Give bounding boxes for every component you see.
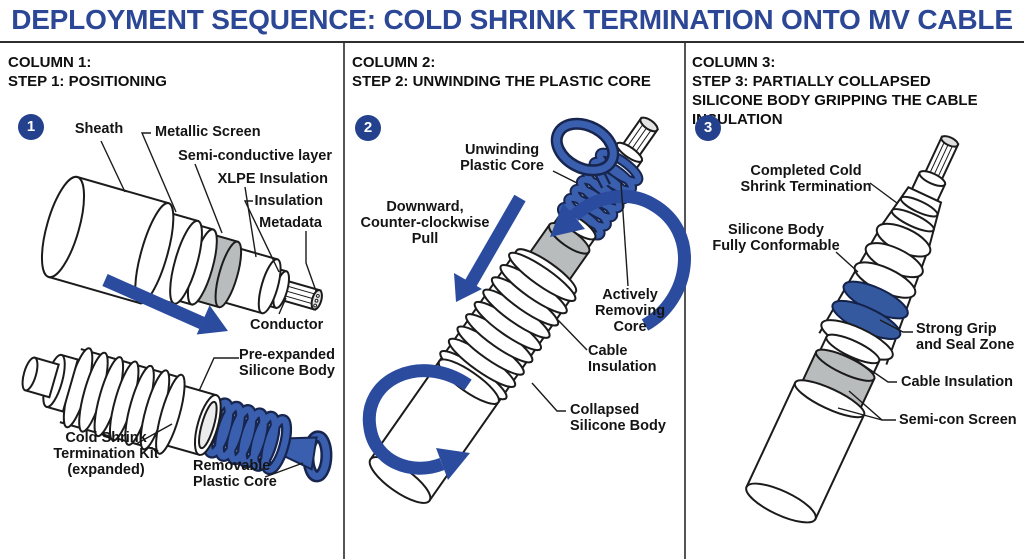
label-removable-plastic-core: Removable Plastic Core (193, 458, 277, 490)
label-xlpe-insulation: XLPE Insulation (217, 171, 328, 187)
label-cold-shrink-kit: Cold Shrink Termination Kit (expanded) (53, 430, 159, 478)
step-2-badge: 2 (355, 115, 381, 141)
label-cable-insulation-col2: Cable Insulation (588, 343, 657, 375)
label-collapsed-silicone-body: Collapsed Silicone Body (570, 402, 666, 434)
page-title: DEPLOYMENT SEQUENCE: COLD SHRINK TERMINA… (11, 4, 1013, 35)
rotation-arrow-lower (362, 364, 472, 480)
collar3-art (910, 170, 947, 203)
positioning-arrow (102, 274, 228, 335)
cold-shrink-kit-illustration (21, 347, 333, 483)
silicone-skirts-art (818, 222, 932, 365)
sheath-art (40, 175, 175, 305)
column-divider-2 (684, 43, 686, 559)
label-insulation: Insulation (254, 193, 323, 209)
semi-con-band2-art (525, 222, 591, 287)
label-metallic-screen: Metallic Screen (155, 124, 261, 140)
label-downward-pull: Downward, Counter-clockwise Pull (360, 199, 490, 247)
kit-corrugated-body-art (59, 347, 186, 455)
title-divider (0, 41, 1024, 43)
label-conductor: Conductor (250, 317, 324, 333)
wires3-art (922, 135, 960, 184)
column2-header: COLUMN 2: STEP 2: UNWINDING THE PLASTIC … (352, 54, 651, 90)
label-pre-expanded-silicone-body: Pre-expanded Silicone Body (239, 347, 335, 379)
step-1-badge: 1 (18, 114, 44, 140)
label-strong-grip-seal-zone: Strong Grip and Seal Zone (916, 321, 1015, 353)
label-cable-insulation-col3: Cable Insulation (901, 374, 1013, 390)
completed-termination-illustration (745, 135, 960, 524)
pull-arrow (454, 194, 526, 302)
label-sheath: Sheath (74, 121, 124, 137)
core-loop-art (550, 117, 620, 189)
upper-cone3-art (880, 185, 943, 249)
label-completed-termination: Completed Cold Shrink Termination (740, 163, 872, 195)
label-semi-con-screen: Semi-con Screen (899, 412, 1017, 428)
leader-lines (100, 132, 913, 478)
column3-header: COLUMN 3: STEP 3: PARTIALLY COLLAPSED SI… (692, 54, 978, 128)
rotation-arrow-upper (550, 189, 691, 331)
column-divider-1 (343, 43, 345, 559)
label-metadata: Metadata (259, 215, 322, 231)
label-semi-conductive: Semi-conductive layer (178, 148, 332, 164)
kit-end-step-art (21, 353, 80, 413)
cable-cutaway-illustration (40, 175, 323, 315)
label-unwinding-plastic-core: Unwinding Plastic Core (460, 142, 544, 174)
label-silicone-body-conformable: Silicone Body Fully Conformable (712, 222, 840, 254)
label-actively-removing-core: Actively Removing Core (594, 287, 666, 335)
bottom-cylinder3-art (745, 379, 866, 524)
step-3-badge: 3 (695, 115, 721, 141)
column1-header: COLUMN 1: STEP 1: POSITIONING (8, 54, 167, 90)
